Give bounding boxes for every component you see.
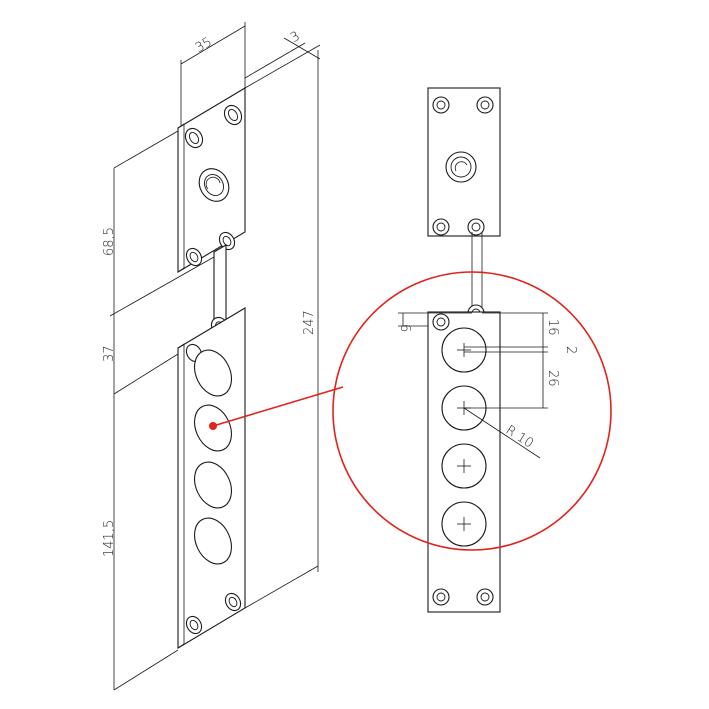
bottom-plate: [177, 307, 246, 649]
front-dimension-lines: [398, 312, 548, 459]
dim-width: 35: [193, 35, 215, 56]
dim-gap: 37: [102, 345, 117, 362]
isometric-view: 35 3 68,5 37 141,5 247: [102, 22, 344, 691]
front-bottom-plate: [427, 311, 501, 613]
front-link: [467, 232, 485, 322]
detail-circle: [332, 271, 612, 551]
dim-total-length: 247: [302, 310, 317, 335]
detail-pointer: [209, 386, 344, 430]
front-top-plate: [427, 87, 501, 237]
top-plate: [177, 87, 246, 273]
dimension-lines: [109, 22, 321, 691]
detail-dim-step: 2: [563, 346, 578, 354]
dim-bottom-height: 141,5: [102, 520, 117, 557]
detail-dim-pitch-first: 16: [545, 319, 560, 336]
dim-top-height: 68,5: [102, 227, 117, 256]
detail-dim-offset: 6: [397, 324, 412, 332]
front-view: 6 16 2 26 R 10: [397, 87, 578, 613]
detail-dim-pitch: 26: [545, 370, 560, 387]
detail-dim-radius: R 10: [503, 423, 536, 452]
dim-thickness: 3: [288, 29, 303, 46]
